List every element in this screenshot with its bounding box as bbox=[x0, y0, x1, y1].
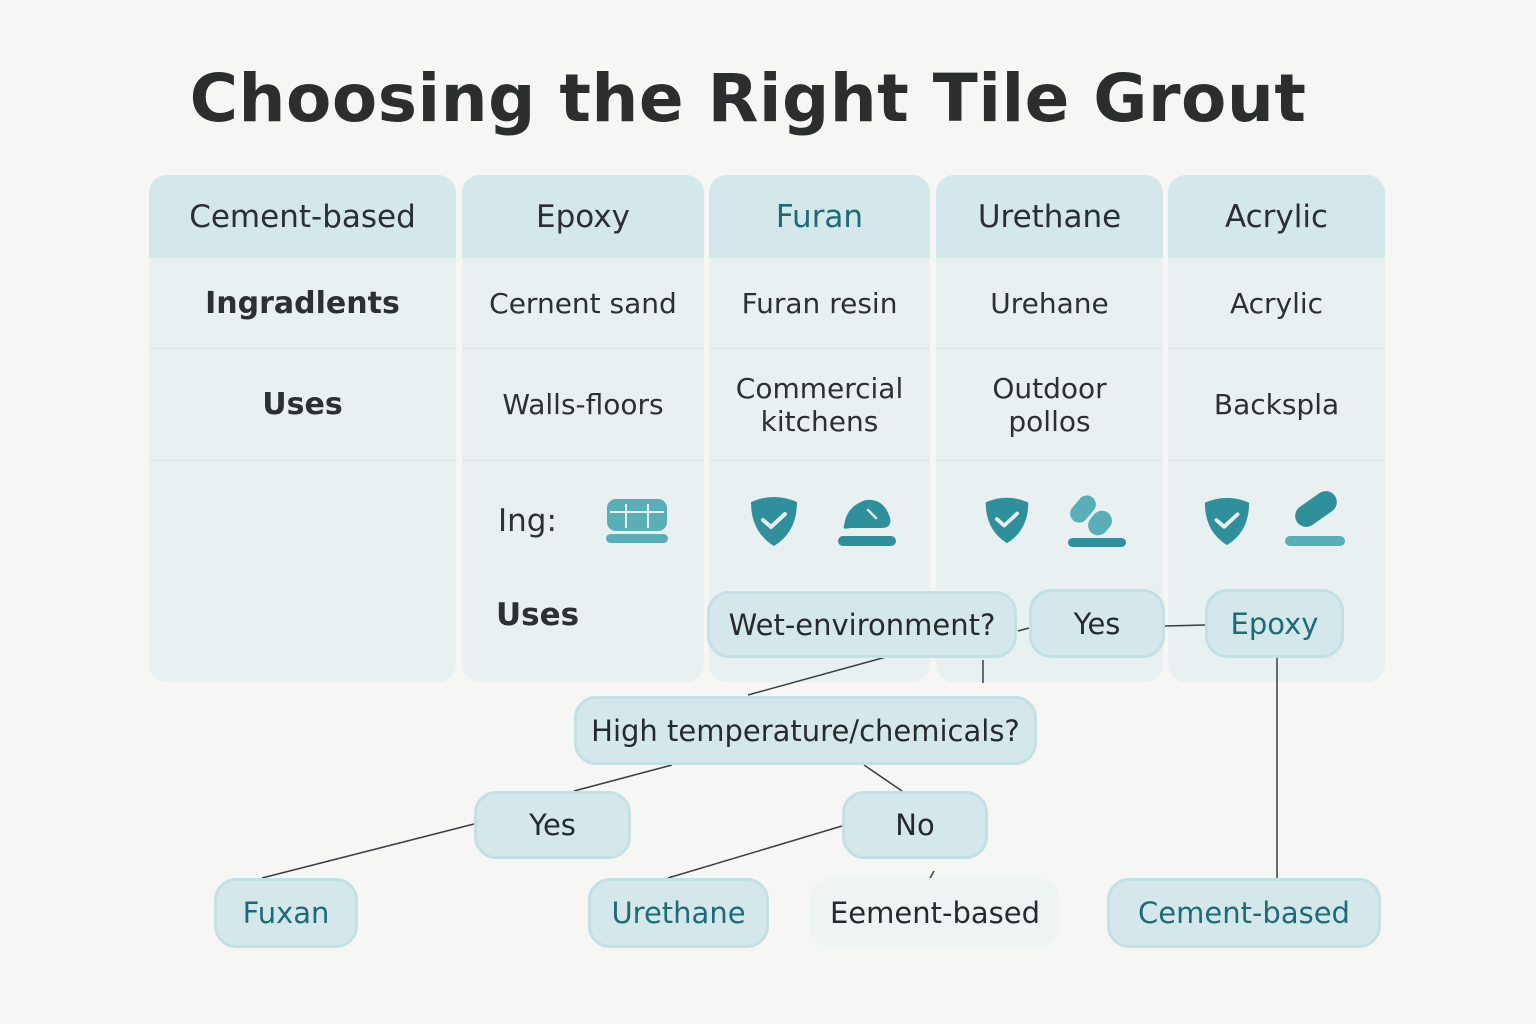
page-title: Choosing the Right Tile Grout bbox=[189, 60, 1307, 137]
column-header: Urethane bbox=[936, 175, 1163, 258]
connector bbox=[1164, 624, 1206, 627]
uses-line: Outdoor bbox=[992, 371, 1107, 405]
urethane-result-node: Urethane bbox=[588, 878, 769, 948]
furan-result-node: Fuxan bbox=[214, 878, 358, 948]
uses-cell: Walls-floors bbox=[462, 349, 704, 461]
epoxy-result-node: Epoxy bbox=[1205, 589, 1344, 658]
wet-yes-node: Yes bbox=[1029, 589, 1165, 658]
ingredients-cell: Urehane bbox=[936, 258, 1163, 349]
column-epoxy: Epoxy Cernent sand Walls-floors bbox=[462, 175, 704, 682]
row-label-ingredients: Ingradlents bbox=[149, 258, 456, 349]
shield-check-icon bbox=[985, 497, 1029, 544]
uses-line: kitchens bbox=[760, 404, 879, 438]
grout-float-icon bbox=[838, 499, 896, 546]
wet-environment-question: Wet-environment? bbox=[707, 591, 1017, 658]
row-label-uses: Uses bbox=[149, 349, 456, 461]
connector bbox=[747, 656, 887, 696]
temp-yes-node: Yes bbox=[474, 791, 631, 859]
uses-label: Uses bbox=[496, 597, 580, 633]
connector bbox=[1017, 627, 1030, 632]
cement-based-faded-node: Eement-based bbox=[810, 878, 1060, 948]
ingredients-cell: Acrylic bbox=[1168, 258, 1385, 349]
connector bbox=[667, 825, 843, 879]
connector bbox=[863, 764, 903, 792]
shield-check-icon bbox=[1204, 497, 1250, 546]
column-header: Epoxy bbox=[462, 175, 704, 258]
grout-float-icon bbox=[1068, 495, 1126, 547]
ingredients-cell: Cernent sand bbox=[462, 258, 704, 349]
shield-check-icon bbox=[751, 497, 797, 546]
connector bbox=[573, 764, 673, 792]
column-header: Furan bbox=[709, 175, 930, 258]
uses-line: Commercial bbox=[735, 371, 904, 405]
cement-based-result-node: Cement-based bbox=[1107, 878, 1381, 948]
column-header: Cement-based bbox=[149, 175, 456, 258]
temp-no-node: No bbox=[842, 791, 988, 859]
ingredients-cell: Furan resin bbox=[709, 258, 930, 349]
grout-bag-icon bbox=[606, 499, 668, 543]
column-header: Acrylic bbox=[1168, 175, 1385, 258]
ing-label: Ing: bbox=[498, 503, 557, 539]
high-temperature-question: High temperature/chemicals? bbox=[574, 696, 1037, 765]
uses-line: pollos bbox=[1008, 404, 1091, 438]
connector bbox=[261, 823, 475, 879]
column-acrylic: Acrylic Acrylic Backspla bbox=[1168, 175, 1385, 682]
grout-float-icon bbox=[1285, 491, 1345, 546]
column-cement-based: Cement-based Ingradlents Uses bbox=[149, 175, 456, 682]
uses-cell: Backspla bbox=[1168, 349, 1385, 461]
